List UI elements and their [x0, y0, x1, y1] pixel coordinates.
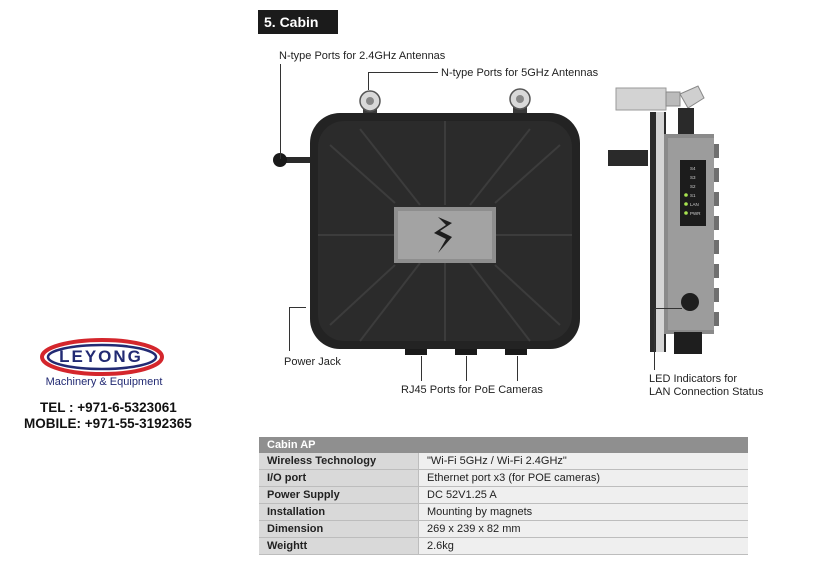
led-label: S4	[690, 166, 696, 171]
spec-label: I/O port	[259, 469, 419, 487]
leader-led	[654, 308, 655, 370]
spec-table: Cabin AP Wireless Technology "Wi-Fi 5GHz…	[259, 437, 748, 555]
led-panel	[680, 160, 706, 226]
callout-rj45-ports: RJ45 Ports for PoE Cameras	[401, 384, 543, 396]
section-title: 5. Cabin AP	[258, 10, 338, 54]
table-row: Power Supply DC 52V1.25 A	[259, 486, 748, 504]
cabin-ap-side-image: S4 S3 S2 S1 LAN PWR	[608, 85, 719, 354]
spec-label: Weightt	[259, 537, 419, 555]
led-label: S2	[690, 184, 696, 189]
callout-led-line2: LAN Connection Status	[649, 386, 764, 398]
spec-label: Dimension	[259, 520, 419, 538]
spec-label: Power Supply	[259, 486, 419, 504]
table-row: Installation Mounting by magnets	[259, 503, 748, 521]
leader-led-h	[654, 308, 682, 309]
logo-text: LEYONG	[59, 347, 143, 366]
leader-24ghz	[280, 64, 281, 159]
spec-label: Installation	[259, 503, 419, 521]
callout-5ghz-ports: N-type Ports for 5GHz Antennas	[441, 67, 599, 79]
led-label: S3	[690, 175, 696, 180]
logo-tagline: Machinery & Equipment	[45, 376, 163, 388]
spec-value: Mounting by magnets	[418, 503, 748, 521]
spec-value: DC 52V1.25 A	[418, 486, 748, 504]
led-label: PWR	[690, 211, 701, 216]
spec-value: 2.6kg	[418, 537, 748, 555]
spec-value: "Wi-Fi 5GHz / Wi-Fi 2.4GHz"	[418, 453, 748, 470]
spec-value: 269 x 239 x 82 mm	[418, 520, 748, 538]
leader-power-jack	[289, 307, 290, 351]
leader-rj45-2	[466, 356, 467, 381]
table-row: Wireless Technology "Wi-Fi 5GHz / Wi-Fi …	[259, 453, 748, 470]
leader-5ghz	[368, 72, 438, 73]
cabin-ap-front-image	[273, 88, 580, 355]
leader-rj45-1	[421, 356, 422, 381]
table-row: I/O port Ethernet port x3 (for POE camer…	[259, 469, 748, 487]
logo-swoosh-icon	[40, 338, 164, 376]
callout-led-line1: LED Indicators for	[649, 373, 738, 385]
contact-mobile: MOBILE: +971-55-3192365	[24, 416, 192, 431]
led-label: S1	[690, 193, 696, 198]
spec-value: Ethernet port x3 (for POE cameras)	[418, 469, 748, 487]
leader-power-jack-h	[289, 307, 306, 308]
table-row: Dimension 269 x 239 x 82 mm	[259, 520, 748, 538]
leader-5ghz-drop	[368, 72, 369, 90]
spec-table-header: Cabin AP	[259, 437, 748, 453]
spec-label: Wireless Technology	[259, 453, 419, 470]
led-label: LAN	[690, 202, 699, 207]
contact-tel: TEL : +971-6-5323061	[40, 400, 177, 415]
callout-24ghz-ports: N-type Ports for 2.4GHz Antennas	[279, 50, 446, 62]
table-row: Weightt 2.6kg	[259, 537, 748, 555]
company-logo: LEYONG Machinery & Equipment	[38, 336, 170, 396]
callout-power-jack: Power Jack	[284, 356, 341, 368]
leader-rj45-3	[517, 356, 518, 381]
antenna-port-right	[509, 88, 531, 117]
